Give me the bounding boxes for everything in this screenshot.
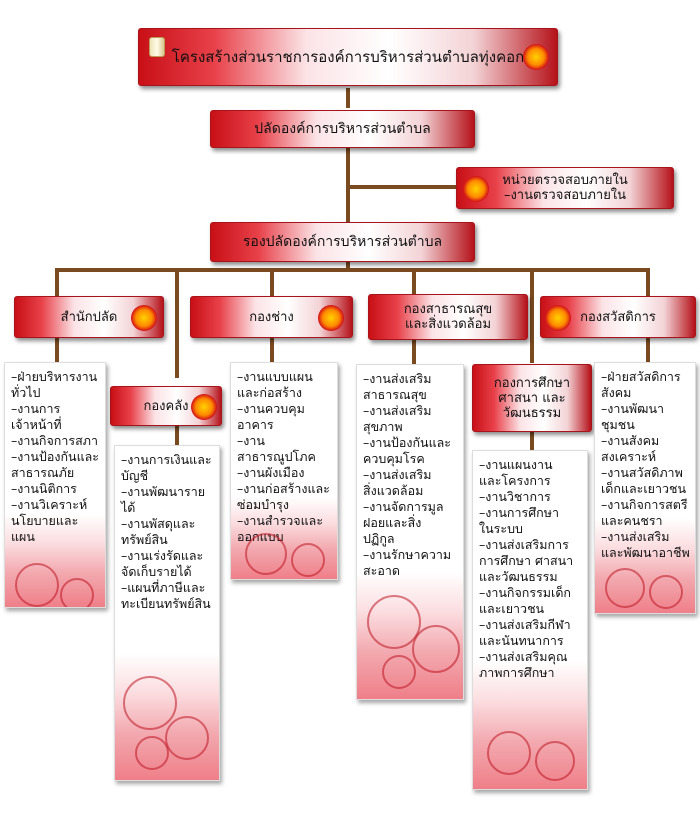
chief-title: ปลัดองค์การบริหารส่วนตำบล (254, 120, 431, 137)
dept-office-panel: –ฝ่ายบริหารงาน ทั่วไป –งานการ เจ้าหน้าที… (4, 362, 106, 608)
swirl-ornament-icon (135, 736, 169, 770)
chief-banner: ปลัดองค์การบริหารส่วนตำบล (210, 110, 475, 148)
list-item: –งานเร่งรัดและ จัดเก็บรายได้ (121, 548, 204, 579)
list-item: –งานพัฒนารายได้ (121, 484, 206, 515)
swirl-ornament-icon (15, 563, 59, 607)
list-item: –งานส่งเสริม สุขภาพ (363, 403, 432, 434)
dept-finance-banner: กองคลัง (110, 386, 222, 426)
connector-engineering-panel (270, 338, 274, 363)
swirl-ornament-icon (382, 655, 416, 689)
list-item: –งานการเงินและ บัญชี (121, 452, 212, 483)
dept-engineering-panel: –งานแบบแผน และก่อสร้าง –งานควบคุม อาคาร … (230, 362, 338, 580)
audit-title: หน่วยตรวจสอบภายใน (502, 173, 628, 188)
swirl-ornament-icon (123, 676, 177, 730)
list-item: –งานส่งเสริม สาธารณสุข (363, 371, 432, 402)
swirl-ornament-icon (367, 595, 421, 649)
dept-office-banner: สำนักปลัด (14, 296, 164, 338)
dept-welfare-panel: –ฝ่ายสวัสดิการ สังคม –งานพัฒนาชุมชน –งาน… (594, 362, 696, 614)
swirl-ornament-icon (165, 716, 209, 760)
connector-deputy-bus (346, 262, 350, 270)
list-item: –งานพัสดุและ ทรัพย์สิน (121, 516, 196, 547)
list-item: –งานส่งเสริม และพัฒนาอาชีพ (601, 529, 690, 560)
swirl-ornament-icon (605, 568, 645, 608)
list-item: –งานวิเคราะห์ นโยบายและแผน (11, 497, 88, 544)
dept-health-title: กองสาธารณสุข และสิ่งแวดล้อม (403, 302, 493, 332)
list-item: –งานการ เจ้าหน้าที่ (11, 401, 62, 432)
dept-health-banner: กองสาธารณสุข และสิ่งแวดล้อม (368, 294, 528, 340)
connector-education (530, 268, 534, 363)
sun-ornament-icon (318, 305, 344, 331)
connector-audit-branch (346, 185, 458, 189)
dept-finance-panel: –งานการเงินและ บัญชี –งานพัฒนารายได้ –งา… (114, 445, 220, 781)
dept-office-title: สำนักปลัด (60, 309, 118, 325)
list-item: –งานการศึกษา ในระบบ (479, 505, 559, 536)
dept-welfare-banner: กองสวัสดิการ (540, 296, 696, 338)
list-item: –งานก่อสร้างและ ซ่อมบำรุง (237, 481, 330, 512)
list-item: –งานป้องกันและ ควบคุมโรค (363, 435, 452, 466)
org-title-banner: โครงสร้างส่วนราชการองค์การบริหารส่วนตำบล… (138, 28, 558, 86)
list-item: –งานส่งเสริมคุณ ภาพการศึกษา (479, 649, 568, 680)
connector-office (55, 268, 59, 298)
connector-title-chief (346, 88, 350, 108)
list-item: –งานวิชาการ (479, 489, 551, 504)
connector-engineering (270, 268, 274, 298)
list-item: –งานผังเมือง (237, 465, 305, 480)
list-item: –งานสวัสดิภาพ เด็กและเยาวชน (601, 465, 687, 496)
list-item: –งานแบบแผน และก่อสร้าง (237, 369, 313, 400)
list-item: –งานสังคม สงเคราะห์ (601, 433, 660, 464)
list-item: –ฝ่ายบริหารงาน ทั่วไป (11, 369, 98, 400)
list-item: –งานจัดการมูล ฝอยและสิ่ง ปฏิกูล (363, 499, 444, 546)
dept-education-panel: –งานแผนงาน และโครงการ –งานวิชาการ –งานกา… (472, 450, 588, 790)
deputy-banner: รองปลัดองค์การบริหารส่วนตำบล (210, 222, 475, 262)
connector-health (412, 268, 416, 298)
swirl-ornament-icon (60, 578, 94, 607)
swirl-ornament-icon (649, 575, 683, 609)
swirl-ornament-icon (412, 625, 460, 673)
list-item: –งานส่งเสริมการ การศึกษา ศาสนา และวัฒนธร… (479, 537, 574, 584)
list-item: –งานควบคุม อาคาร (237, 401, 305, 432)
list-item: –งานป้องกันและ สาธารณภัย (11, 449, 100, 480)
dept-education-title: กองการศึกษา ศาสนา และ วัฒนธรรม (493, 375, 571, 421)
connector-health-panel (412, 340, 416, 365)
swirl-ornament-icon (245, 533, 287, 575)
sun-ornament-icon (191, 394, 217, 420)
list-item: –แผนที่ภาษีและ ทะเบียนทรัพย์สิน (121, 580, 211, 611)
dept-welfare-title: กองสวัสดิการ (580, 309, 656, 325)
list-item: –งานส่งเสริมกีฬา และนันทนาการ (479, 617, 571, 648)
dept-engineering-title: กองช่าง (249, 309, 294, 325)
sun-ornament-icon (463, 176, 489, 202)
list-item: –งานรักษาความ สะอาด (363, 547, 452, 578)
list-item: –งานกิจการสตรี และคนชรา (601, 497, 688, 528)
sun-ornament-icon (545, 305, 571, 331)
list-item: –งานนิติการ (11, 481, 77, 496)
scroll-icon (149, 37, 165, 57)
connector-finance (175, 268, 179, 378)
org-title: โครงสร้างส่วนราชการองค์การบริหารส่วนตำบล… (171, 47, 525, 66)
dept-health-panel: –งานส่งเสริม สาธารณสุข –งานส่งเสริม สุขภ… (356, 364, 464, 700)
list-item: –ฝ่ายสวัสดิการ สังคม (601, 369, 681, 400)
connector-education-panel (530, 432, 534, 450)
sun-ornament-icon (131, 305, 157, 331)
list-item: –งานพัฒนาชุมชน (601, 401, 665, 432)
connector-bus (55, 268, 650, 272)
connector-office-panel (55, 338, 59, 363)
sun-ornament-icon (523, 44, 549, 70)
connector-finance-panel (175, 425, 179, 445)
list-item: –งานแผนงาน และโครงการ (479, 457, 553, 488)
deputy-title: รองปลัดองค์การบริหารส่วนตำบล (242, 233, 443, 250)
audit-item: –งานตรวจสอบภายใน (503, 188, 627, 203)
list-item: –งานกิจกรรมเด็ก และเยาวชน (479, 585, 572, 616)
list-item: –งานกิจการสภา (11, 433, 98, 448)
connector-welfare (646, 268, 650, 298)
dept-education-banner: กองการศึกษา ศาสนา และ วัฒนธรรม (472, 364, 592, 432)
dept-finance-title: กองคลัง (143, 398, 189, 414)
swirl-ornament-icon (487, 731, 531, 775)
connector-welfare-panel (646, 338, 650, 363)
audit-banner: หน่วยตรวจสอบภายใน –งานตรวจสอบภายใน (456, 167, 674, 209)
list-item: –งานส่งเสริม สิ่งแวดล้อม (363, 467, 432, 498)
dept-engineering-banner: กองช่าง (190, 296, 353, 338)
swirl-ornament-icon (291, 543, 325, 577)
swirl-ornament-icon (535, 741, 575, 781)
list-item: –งานสาธารณูปโภค (237, 433, 316, 464)
